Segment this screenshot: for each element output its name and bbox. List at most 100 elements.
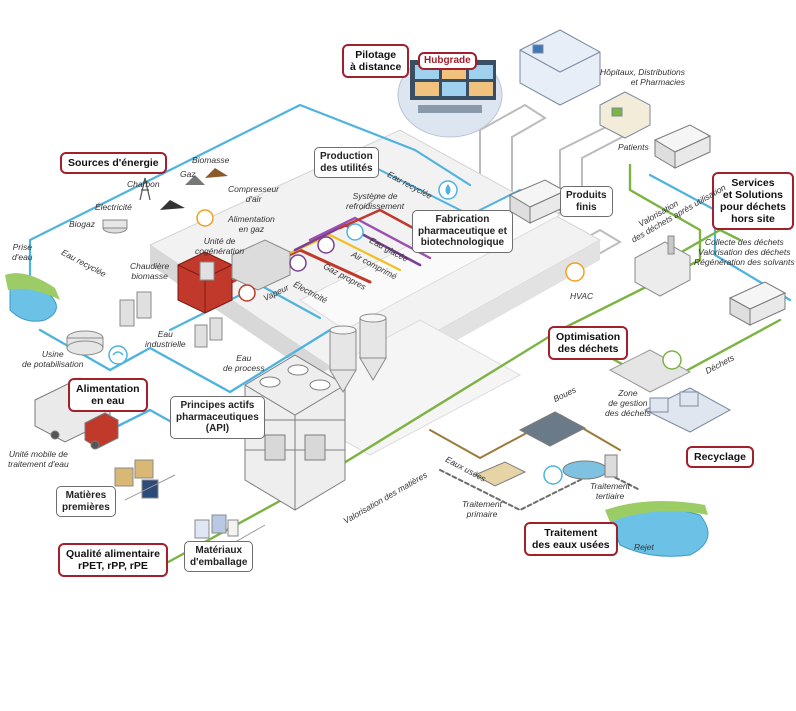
water-tanks <box>119 261 223 348</box>
eau-industrielle-line-2: industrielle <box>145 338 186 349</box>
zone-gestion-line-3: des déchets <box>605 407 651 418</box>
traitement-primaire-label: Traitement primaire <box>462 499 502 520</box>
sources-label: Sources d'énergie <box>68 157 159 169</box>
produits-box: Produits finis <box>560 186 613 217</box>
recyclage-box: Recyclage <box>686 446 754 469</box>
hopitaux-line-1: Hôpitaux, Distributions <box>600 67 686 77</box>
gaz-source-label: Gaz <box>180 169 196 180</box>
unite-mobile-line-2: traitement d'eau <box>8 458 69 469</box>
hospital-building-icon <box>519 29 601 106</box>
hubgrade-label: Hubgrade <box>424 55 471 66</box>
produits-line-2: finis <box>576 201 597 213</box>
biomasse-top-label: Biomasse <box>192 155 230 166</box>
systeme-refroid-line-1: Système de <box>352 191 398 201</box>
water-drop-icon <box>438 180 458 200</box>
fabrication-line-1: Fabrication <box>435 214 490 225</box>
usine-potab-line-2: de potabilisation <box>22 358 84 369</box>
pipe-air <box>308 216 432 260</box>
water-line-top <box>28 103 472 302</box>
services-box: Services et Solutions pour déchets hors … <box>712 172 794 231</box>
rejet-label: Rejet <box>634 542 654 553</box>
principes-box: Principes actifs pharmaceutiques (API) <box>170 396 265 439</box>
usine-potab-label: Usine de potabilisation <box>22 349 84 370</box>
pilotage-line-1: Pilotage <box>355 49 397 61</box>
eau-process-label: Eau de process <box>223 353 265 374</box>
fabrication-line-2: pharmaceutique et <box>418 225 507 237</box>
chaudiere-line-1: Chaudière <box>130 261 170 271</box>
chaudiere-label: Chaudière biomasse <box>130 261 170 282</box>
pylon-icon <box>139 177 151 201</box>
materiaux-line-2: d'emballage <box>190 556 248 568</box>
fabrication-box: Fabrication pharmaceutique et biotechnol… <box>412 210 513 253</box>
alimentation-line-1: Alimentation <box>76 383 140 395</box>
charbon-text: Charbon <box>127 179 160 189</box>
hopitaux-line-2: et Pharmacies <box>630 76 686 87</box>
hubgrade-screen-icon <box>397 52 503 138</box>
unite-cogen-line-1: Unité de <box>203 236 236 246</box>
produits-line-1: Produits <box>566 190 607 201</box>
collecte-line-1: Collecte des déchets <box>704 237 784 247</box>
eau-process-line-2: de process <box>223 362 265 373</box>
sources-box: Sources d'énergie <box>60 152 167 175</box>
silos <box>329 313 387 393</box>
traitement-tertiaire-line-1: Traitement <box>590 481 630 491</box>
materiaux-box: Matériaux d'emballage <box>184 541 254 572</box>
eau-process-line-1: Eau <box>236 353 252 363</box>
optimisation-box: Optimisation des déchets <box>548 326 629 361</box>
wastewater-plant <box>473 411 618 487</box>
waste-truck <box>728 281 787 326</box>
principes-line-1: Principes actifs <box>180 400 255 411</box>
matieres-line-1: Matières <box>65 490 107 501</box>
unite-cogen-line-2: cogénération <box>195 245 245 256</box>
hubgrade-badge: Hubgrade <box>418 52 477 70</box>
services-line-2: et Solutions <box>722 189 784 202</box>
chaudiere-line-2: biomasse <box>131 270 168 281</box>
sludge-line <box>429 414 621 459</box>
fabrication-line-3: biotechnologique <box>420 237 505 248</box>
gaz-source-text: Gaz <box>180 169 196 179</box>
traitement-tertiaire-line-2: tertiaire <box>595 490 625 501</box>
services-line-3: pour déchets <box>720 201 786 214</box>
recyclage-label: Recyclage <box>694 451 746 463</box>
api-tower <box>244 354 346 511</box>
prise-eau-label: Prise d'eau <box>12 242 33 263</box>
qualite-line-1: Qualité alimentaire <box>66 548 160 560</box>
hopitaux-label: Hôpitaux, Distributions et Pharmacies <box>600 67 686 88</box>
alimentation-line-2: en eau <box>91 395 125 408</box>
factory-building-icon <box>634 235 691 297</box>
water-line-supply <box>38 328 332 394</box>
usine-potab-line-1: Usine <box>41 349 64 359</box>
unite-mobile-label: Unité mobile de traitement d'eau <box>8 449 69 470</box>
eau-industrielle-label: Eau industrielle <box>145 329 186 350</box>
principes-line-3: (API) <box>205 423 230 434</box>
waste-zone <box>608 349 692 393</box>
compresseur-label: Compresseur d'air <box>228 184 279 205</box>
matieres-box: Matières premières <box>56 486 116 517</box>
materiaux-line-1: Matériaux <box>195 545 243 556</box>
grass-intake <box>5 273 60 300</box>
hvac-label: HVAC <box>570 291 594 302</box>
traitement-line-2: des eaux usées <box>532 539 610 552</box>
matieres-line-2: premières <box>62 501 110 513</box>
patients-text: Patients <box>618 142 649 152</box>
prise-eau-line-1: Prise <box>12 242 32 252</box>
zone-gestion-line-2: de gestion <box>608 397 648 408</box>
recycle-icon <box>108 345 682 485</box>
unite-cogen-label: Unité de cogénération <box>195 236 245 257</box>
systeme-refroid-line-2: refroidissement <box>346 200 405 211</box>
truck-icon <box>653 124 712 169</box>
traitement-primaire-line-1: Traitement <box>462 499 502 509</box>
wastewater-line <box>439 469 641 511</box>
compresseur-line-2: d'air <box>245 193 262 204</box>
traitement-tertiaire-label: Traitement tertiaire <box>590 481 630 502</box>
services-line-4: hors site <box>731 213 775 226</box>
traitement-line-1: Traitement <box>544 527 598 539</box>
hvac-text: HVAC <box>570 291 594 301</box>
biomasse-top-text: Biomasse <box>192 155 230 165</box>
zone-gestion-line-1: Zone <box>618 388 638 398</box>
biogaz-text: Biogaz <box>69 219 95 229</box>
alimentation-gaz-label: Alimentation en gaz <box>228 214 275 235</box>
alimentation-gaz-line-1: Alimentation <box>228 214 275 224</box>
production-line-2: des utilités <box>320 162 373 174</box>
energy-piles <box>102 168 228 234</box>
